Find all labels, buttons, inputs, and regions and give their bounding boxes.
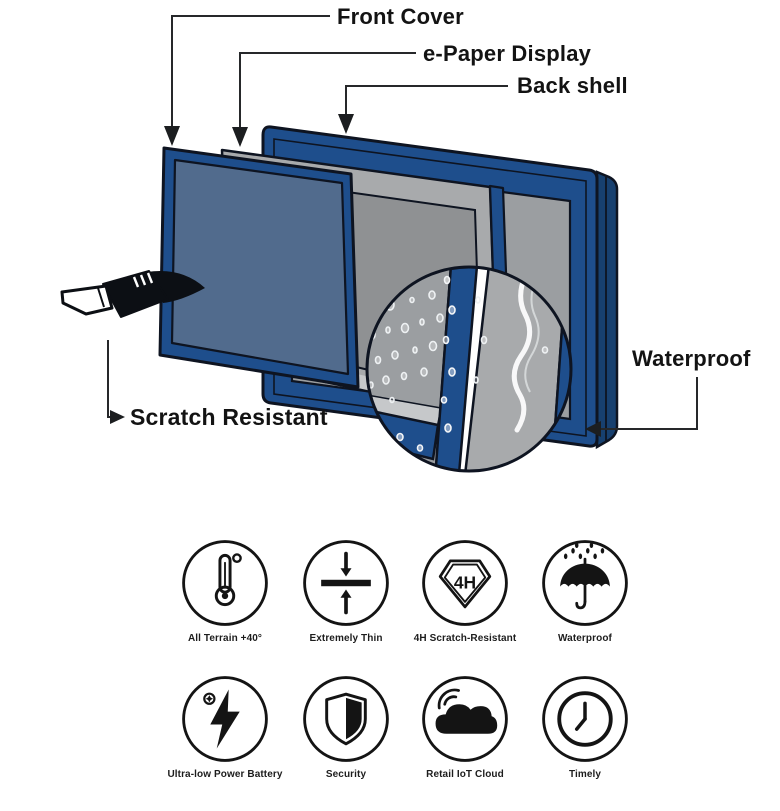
feature-4h-scratch: 4H 4H Scratch-Resistant: [388, 537, 542, 644]
feature-label: Timely: [568, 769, 602, 780]
front-cover-label: Front Cover: [337, 4, 464, 29]
scratch-resistant-label: Scratch Resistant: [130, 404, 328, 430]
water-droplets: [368, 267, 555, 452]
magnifier-ring: [365, 265, 573, 473]
back-shell-label: Back shell: [517, 73, 628, 98]
umbrella-rain-icon: [560, 542, 610, 610]
feature-label: Retail IoT Cloud: [426, 769, 504, 780]
exploded-view-diagram: Front Cover e-Paper Display Back shell S…: [60, 4, 751, 473]
knife-blade: [60, 284, 114, 316]
arrow-down-icon: [338, 114, 354, 134]
lightning-bolt-icon: [203, 689, 240, 749]
utility-knife-icon: [60, 270, 205, 318]
feature-extremely-thin: Extremely Thin: [269, 537, 423, 644]
clock-icon: [557, 691, 613, 747]
feature-timely: Timely: [508, 673, 662, 780]
arrow-down-icon: [164, 126, 180, 146]
front-cover-window: [170, 158, 350, 376]
feature-security: Security: [269, 673, 423, 780]
feature-waterproof: Waterproof: [508, 537, 662, 644]
callout-scratch-resistant: Scratch Resistant: [107, 340, 328, 430]
arrow-right-icon: [110, 410, 125, 424]
callout-waterproof: Waterproof: [585, 346, 751, 437]
epaper-display-label: e-Paper Display: [423, 41, 592, 66]
feature-label: Waterproof: [558, 633, 612, 644]
arrow-left-icon: [585, 421, 601, 437]
callout-epaper-display: e-Paper Display: [232, 41, 592, 147]
feature-label: Security: [325, 769, 367, 780]
water-stream: [511, 267, 533, 433]
iot-cloud-icon: [435, 688, 498, 734]
scratch-4h-icon: 4H: [438, 559, 492, 609]
security-shield-icon: [325, 692, 367, 746]
feature-all-terrain: All Terrain +40°: [148, 537, 302, 644]
feature-label: Extremely Thin: [309, 633, 383, 644]
feature-iot-cloud: Retail IoT Cloud: [388, 673, 542, 780]
magnified-display-edge: [434, 267, 480, 471]
feature-label: 4H Scratch-Resistant: [413, 633, 517, 644]
feature-label: All Terrain +40°: [187, 633, 263, 644]
arrow-down-icon: [232, 127, 248, 147]
waterproof-label: Waterproof: [632, 346, 751, 371]
callout-back-shell: Back shell: [338, 73, 628, 134]
feature-low-power: Ultra-low Power Battery: [148, 673, 302, 780]
thermometer-icon: [214, 553, 242, 607]
back-shell-side-thickness: [595, 170, 619, 450]
callout-front-cover: Front Cover: [164, 4, 464, 146]
badge-4h-text: 4H: [454, 573, 476, 593]
front-cover-panel: [158, 146, 360, 389]
extremely-thin-icon: [321, 551, 371, 615]
feature-grid: All Terrain +40° Extremely Thin: [0, 515, 780, 811]
feature-label: Ultra-low Power Battery: [167, 769, 283, 780]
